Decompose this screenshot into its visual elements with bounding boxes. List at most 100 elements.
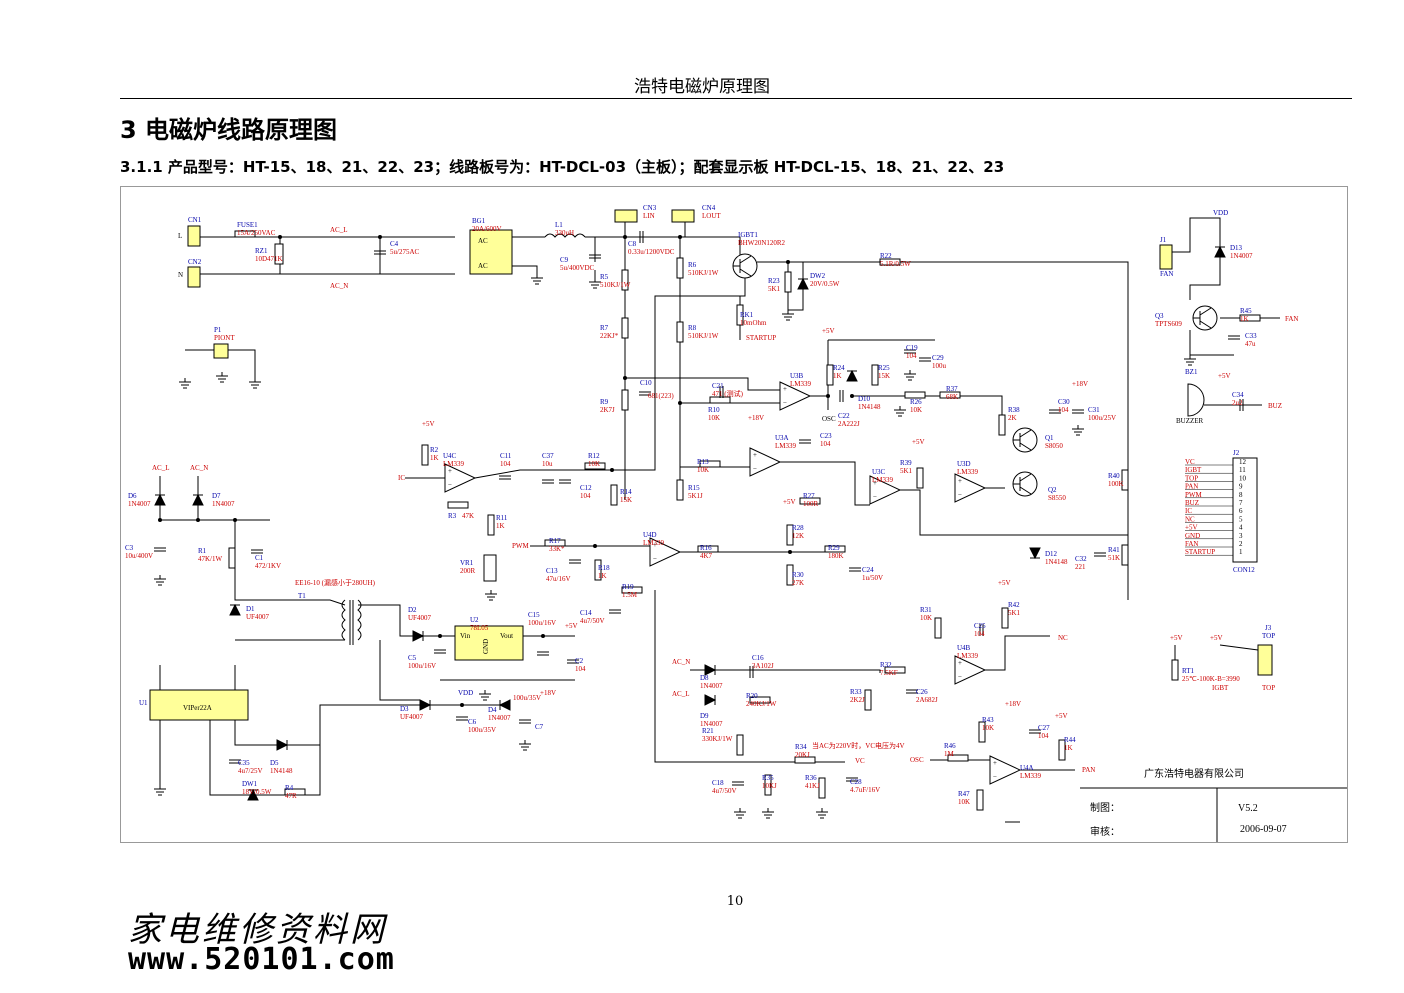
label-vdd: VDD (458, 689, 473, 697)
watermark-title: 家电维修资料网 (128, 910, 387, 950)
wire (852, 395, 1003, 420)
j2-pin-label: GND (1185, 532, 1200, 540)
label-u3a: U3A (775, 434, 789, 442)
label-acl: AC_L (152, 464, 170, 472)
label-j2: J2 (1233, 449, 1240, 457)
label-r43v: 10K (982, 724, 994, 732)
junction-dot (593, 544, 597, 548)
resistor-r9 (621, 389, 629, 411)
label-vdd: VDD (1213, 209, 1228, 217)
transistor-q3-body (1193, 307, 1212, 329)
ground-icon (816, 808, 828, 819)
label-d10v: 1N4148 (858, 403, 881, 411)
junction-dot (786, 260, 790, 264)
label-r24: R24 (833, 364, 845, 372)
j2-pin-number: 7 (1239, 499, 1243, 507)
resistor-r31 (934, 617, 942, 639)
transformer-t1 (341, 599, 362, 645)
label-r36v: 41KJ (805, 782, 820, 790)
label-c34v: 2u2 (1232, 399, 1243, 407)
label-r25v: 15K (878, 372, 890, 380)
plus-sign: + (783, 385, 787, 393)
label-c24: C24 (862, 566, 874, 574)
label-u2v: 78L05 (470, 624, 489, 632)
wire (985, 635, 1050, 671)
j2-pin-label: +5V (1185, 524, 1198, 532)
label-c14v: 4u7/50V (580, 617, 605, 625)
resistor-r29 (824, 545, 846, 553)
connector-j3 (1257, 644, 1273, 676)
label-c16v: 3A102J (752, 662, 774, 670)
label-c25v: 104 (974, 630, 985, 638)
resistor-r44 (1058, 739, 1066, 761)
ic-viper22a (149, 689, 249, 721)
label-r6: R6 (688, 261, 697, 269)
comparator-u3c (869, 475, 902, 505)
junction-dot (541, 634, 545, 638)
ground-icon (734, 808, 746, 819)
label-r37: R37 (946, 385, 958, 393)
label-plus5v: +5V (912, 438, 925, 446)
label-r24v: 1K (833, 372, 842, 380)
label-c2v: 104 (575, 665, 586, 673)
wire (612, 278, 746, 471)
testpoint-p1 (213, 343, 229, 359)
diode-d9 (704, 694, 717, 706)
label-r47v: 10K (958, 798, 970, 806)
ground-icon (589, 278, 601, 289)
label-plus5v: +5V (1210, 634, 1223, 642)
label-r8v: 510KJ/1W (688, 332, 719, 340)
label-c23v: 104 (820, 440, 831, 448)
label-c15: C15 (528, 611, 540, 619)
ground-icon (531, 274, 543, 285)
label-c4: C4 (390, 240, 399, 248)
label-cn4: CN4 (702, 204, 716, 212)
label-top: TOP (1262, 684, 1275, 692)
schematic: +−+−+−+−+−+−GND+−+− CN1CN2LNFUSE115A/250… (120, 186, 1348, 843)
minus-sign: − (783, 399, 787, 407)
label-c18v: 4u7/50V (712, 787, 737, 795)
label-r47: R47 (958, 790, 970, 798)
label-r1: R1 (198, 547, 207, 555)
label-r38v: 2K (1008, 414, 1017, 422)
junction-dot (826, 394, 830, 398)
j2-pin-number: 9 (1239, 483, 1243, 491)
label-lin: LIN (643, 212, 655, 220)
resistor-r45 (1239, 314, 1261, 322)
label-r21v: 330KJ/1W (702, 735, 733, 743)
j2-pin-label: IGBT (1185, 466, 1202, 474)
resistor-r11 (487, 514, 495, 536)
label-c15v: 100u/16V (528, 619, 556, 627)
titleblock-date: 2006-09-07 (1240, 824, 1287, 835)
label-r9: R9 (600, 398, 609, 406)
resistor-r38 (998, 414, 1006, 436)
inductor-l1 (544, 233, 586, 238)
resistor-rk1 (736, 304, 744, 326)
label-c12: C12 (580, 484, 592, 492)
label-d13v: 1N4007 (1230, 252, 1253, 260)
label-r41v: 51K (1108, 554, 1120, 562)
label-vin: Vin (460, 632, 471, 640)
label-c23: C23 (820, 432, 832, 440)
junction-dot (610, 468, 614, 472)
label-d1: D1 (246, 605, 255, 613)
label-r19v: 1.5M (622, 591, 638, 599)
resistor-r46 (947, 754, 969, 762)
label-acl: AC_L (330, 226, 348, 234)
ground-icon (216, 372, 228, 383)
label-c31: C31 (1088, 406, 1100, 414)
label-r28: R28 (792, 524, 804, 532)
junction-dot (158, 518, 162, 522)
label-r20: R20 (746, 692, 758, 700)
label-acl: AC_L (672, 690, 690, 698)
wire (379, 640, 420, 701)
comparator-u4b (954, 655, 987, 685)
label-u4b: U4B (957, 644, 971, 652)
label-r2: R2 (430, 446, 439, 454)
j2-pin-number: 1 (1239, 548, 1243, 556)
page-header: 浩特电磁炉原理图 (634, 77, 770, 97)
label-cn2: CN2 (188, 258, 202, 266)
label-r15: R15 (688, 484, 700, 492)
label-vcnote: 当AC为220V时，VC电压为4V (812, 741, 905, 750)
label-d8: D8 (700, 674, 709, 682)
